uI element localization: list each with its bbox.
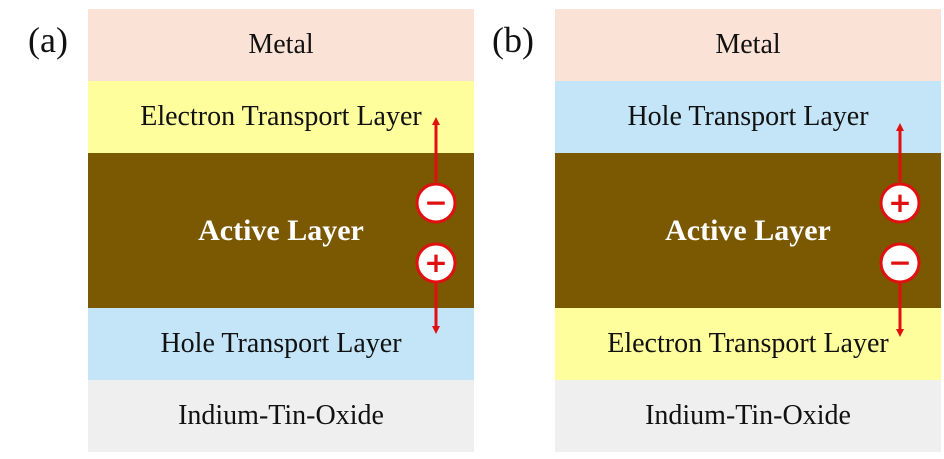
- panel-a-label: (a): [28, 20, 68, 60]
- panel-b-electron-transport-layer: Electron Transport Layer: [555, 308, 941, 380]
- panel-b-active-layer: Active Layer: [555, 153, 941, 308]
- panel-a-active-layer: Active Layer: [88, 153, 474, 308]
- panel-b-label: (b): [492, 20, 534, 60]
- panel-b-hole-transport-layer: Hole Transport Layer: [555, 81, 941, 153]
- panel-a-electron-transport-layer: Electron Transport Layer: [88, 81, 474, 153]
- panel-a-metal-layer: Metal: [88, 9, 474, 81]
- panel-a-ito-layer: Indium-Tin-Oxide: [88, 380, 474, 452]
- panel-b-metal-layer: Metal: [555, 9, 941, 81]
- panel-a-device-stack: Metal Electron Transport Layer Active La…: [88, 9, 474, 452]
- panel-b-ito-layer: Indium-Tin-Oxide: [555, 380, 941, 452]
- panel-a-hole-transport-layer: Hole Transport Layer: [88, 308, 474, 380]
- panel-b-device-stack: Metal Hole Transport Layer Active Layer …: [555, 9, 941, 452]
